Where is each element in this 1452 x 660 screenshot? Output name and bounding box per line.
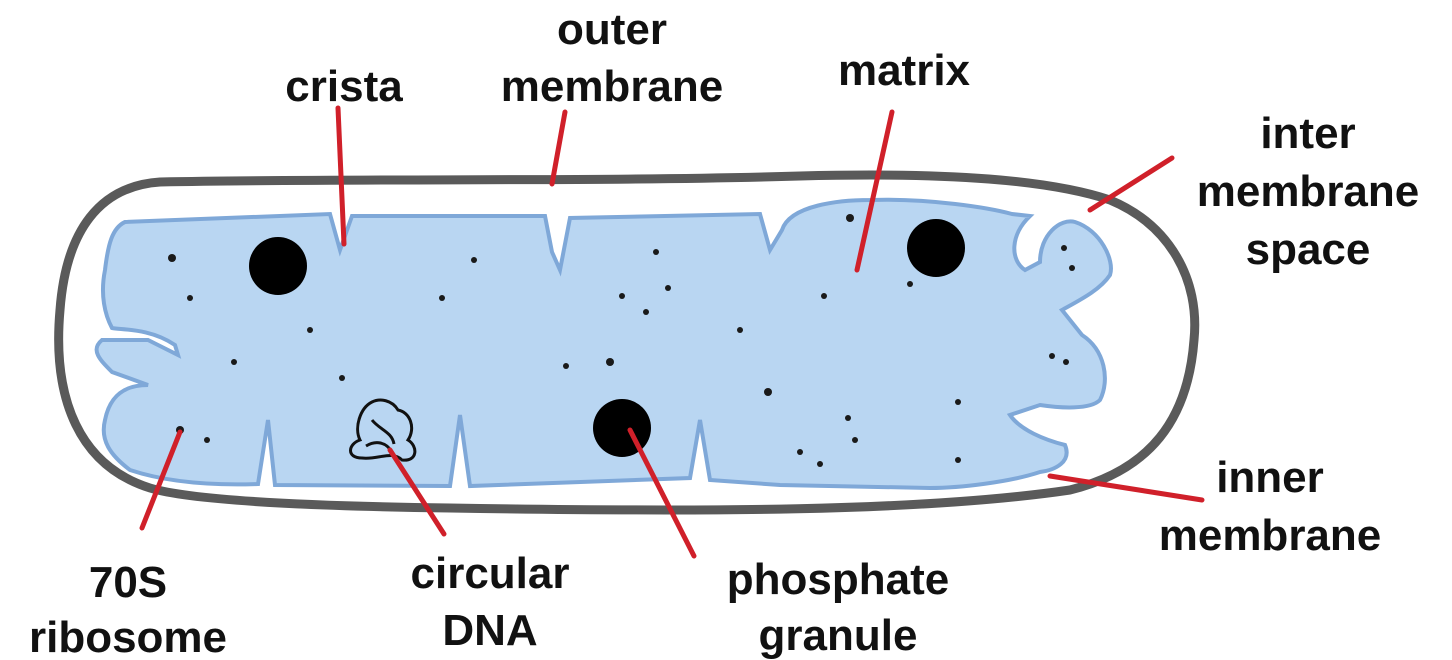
label-inter-membrane-space-line1: inter	[1260, 109, 1355, 158]
label-outer-membrane-line1: outer	[557, 5, 667, 54]
label-circular-dna-line2: DNA	[442, 606, 537, 655]
label-ribosome-line2: ribosome	[29, 613, 227, 660]
label-matrix: matrix	[838, 46, 971, 95]
label-inter-membrane-space-line2: membrane	[1197, 167, 1420, 216]
phosphate-granule	[249, 237, 307, 295]
phosphate-granule	[907, 219, 965, 277]
label-ribosome-line1: 70S	[89, 558, 167, 607]
leader-outer-membrane	[552, 112, 565, 184]
label-crista: crista	[285, 62, 403, 111]
label-inter-membrane-space-line3: space	[1246, 225, 1371, 274]
phosphate-granule	[593, 399, 651, 457]
label-circular-dna-line1: circular	[411, 549, 570, 598]
label-phosphate-granule-line1: phosphate	[727, 555, 949, 604]
label-inner-membrane-line2: membrane	[1159, 511, 1382, 560]
label-inner-membrane-line1: inner	[1216, 453, 1324, 502]
label-outer-membrane-line2: membrane	[501, 62, 724, 111]
label-phosphate-granule-line2: granule	[759, 611, 918, 660]
leader-inter-membrane-space	[1090, 158, 1172, 210]
